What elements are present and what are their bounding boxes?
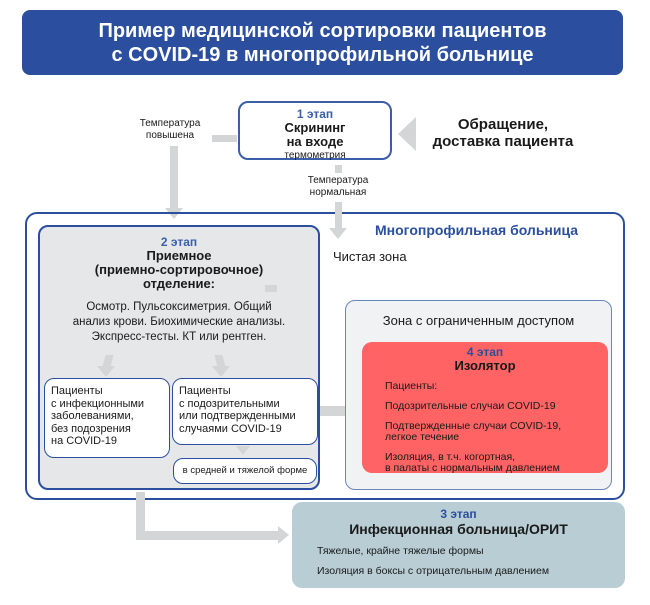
stage-label: 3 этап bbox=[440, 507, 477, 521]
box-line: заболеваниями, bbox=[51, 410, 134, 422]
arrow-down-icon bbox=[329, 228, 347, 239]
stage-desc: Экспресс-тесты. КТ или рентген. bbox=[91, 331, 267, 343]
box-line: Пациенты bbox=[179, 385, 231, 397]
stage1-box: 1 этап Скрининг на входе термометрия bbox=[238, 101, 392, 161]
box-line: Пациенты bbox=[51, 385, 103, 397]
connector bbox=[212, 135, 237, 142]
patients-non-covid-box: Пациенты с инфекционными заболеваниями, … bbox=[44, 378, 170, 458]
arrow-down-icon bbox=[212, 366, 230, 377]
connector bbox=[136, 531, 278, 540]
stage-title: Приемное bbox=[146, 248, 212, 263]
isolator-text: Подтвержденные случаи COVID-19, bbox=[385, 420, 562, 432]
temp-line: повышена bbox=[145, 130, 195, 141]
title-line: с COVID-19 в многопрофильной больнице bbox=[111, 43, 534, 66]
box-line: или подтвержденными bbox=[179, 410, 296, 422]
box-line: на COVID-19 bbox=[51, 435, 117, 447]
stage3-text: Изоляция в боксы с отрицательным давлени… bbox=[317, 565, 550, 577]
hospital-box bbox=[25, 212, 625, 500]
patients-suspected-box: Пациенты с подозрительными или подтвержд… bbox=[172, 378, 318, 445]
temp-line: Температура bbox=[139, 118, 201, 129]
isolator-text: Пациенты: bbox=[385, 380, 438, 392]
stage3-text: Тяжелые, крайне тяжелые формы bbox=[317, 545, 484, 557]
isolator-text: в палаты с нормальным давлением bbox=[385, 462, 560, 474]
stage-label: 2 этап bbox=[160, 235, 198, 249]
clean-zone-label: Чистая зона bbox=[333, 249, 407, 264]
connector bbox=[136, 492, 145, 540]
box-line: с подозрительными bbox=[179, 397, 280, 410]
isolator-text: Подозрительные случаи COVID-19 bbox=[385, 400, 556, 412]
hospital-title: Многопрофильная больница bbox=[375, 222, 579, 238]
stage-title: Изолятор bbox=[454, 358, 516, 373]
stage-title: отделение: bbox=[142, 276, 215, 291]
stage-sub: термометрия bbox=[284, 150, 346, 161]
box-line: без подозрения bbox=[51, 422, 131, 435]
stage-label: 1 этап bbox=[296, 107, 334, 121]
arrow-down-icon bbox=[97, 366, 115, 377]
stage-title: на входе bbox=[286, 134, 344, 149]
stage4-isolator-box: 4 этап Изолятор Пациенты: Подозрительные… bbox=[362, 342, 608, 474]
connector bbox=[335, 165, 342, 173]
stage-title: Инфекционная больница/ОРИТ bbox=[349, 521, 568, 537]
arrow-down-icon bbox=[236, 446, 250, 455]
temp-line: Температура bbox=[307, 175, 369, 186]
stage-desc: анализ крови. Биохимические анализы. bbox=[72, 316, 286, 328]
stage-title: Скрининг bbox=[284, 120, 346, 135]
arrival-line: доставка пациента bbox=[432, 133, 574, 150]
temp-normal-label: Температура нормальная bbox=[295, 175, 381, 199]
title-line: Пример медицинской сортировки пациентов bbox=[98, 19, 547, 42]
isolator-text: легкое течение bbox=[385, 431, 460, 443]
connector bbox=[265, 285, 277, 292]
arrow-left-icon bbox=[398, 117, 416, 151]
stage-label: 4 этап bbox=[466, 345, 504, 359]
stage-title: (приемно-сортировочное) bbox=[94, 262, 264, 277]
box-line: с инфекционными bbox=[51, 397, 145, 410]
temp-line: нормальная bbox=[309, 187, 367, 198]
stage3-box: 3 этап Инфекционная больница/ОРИТ Тяжелы… bbox=[292, 502, 625, 588]
arrow-right-icon bbox=[278, 526, 289, 544]
severe-form-box: в средней и тяжелой форме bbox=[173, 458, 317, 484]
connector bbox=[335, 202, 342, 228]
restricted-zone-title: Зона с ограниченным доступом bbox=[382, 313, 575, 328]
isolator-text: Изоляция, в т.ч. когортная, bbox=[385, 451, 516, 463]
box-line: случаями COVID-19 bbox=[179, 422, 282, 435]
temp-high-label: Температура повышена bbox=[130, 118, 210, 142]
arrival-line: Обращение, bbox=[457, 116, 549, 133]
connector bbox=[320, 406, 350, 416]
connector bbox=[170, 146, 178, 208]
arrival-label: Обращение, доставка пациента bbox=[428, 116, 578, 150]
stage-desc: Осмотр. Пульсоксиметрия. Общий bbox=[86, 301, 272, 313]
page-title: Пример медицинской сортировки пациентов … bbox=[22, 10, 623, 75]
